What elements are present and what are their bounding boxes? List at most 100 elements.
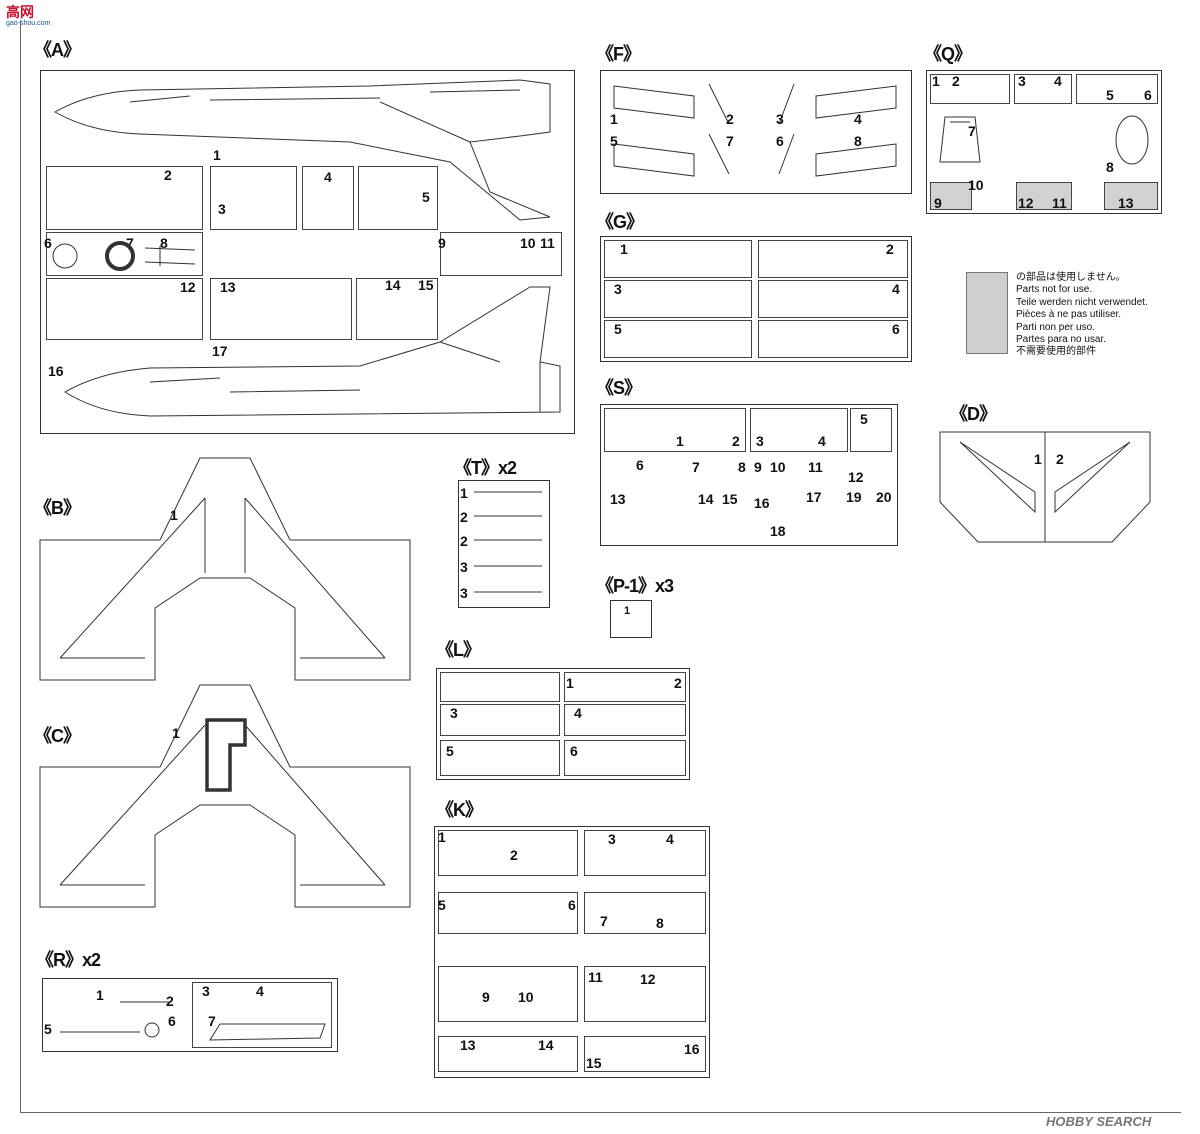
sprue-l-cell [564, 740, 686, 776]
part-f1: 1 [610, 111, 618, 127]
part-a4: 4 [324, 169, 332, 185]
part-g3: 3 [614, 281, 622, 297]
lower-wing [39, 457, 411, 681]
sprue-k-cell [584, 1036, 706, 1072]
part-a12: 12 [180, 279, 196, 295]
part-a17: 17 [212, 343, 228, 359]
part-s12: 12 [848, 469, 864, 485]
part-k10: 10 [518, 989, 534, 1005]
part-k16: 16 [684, 1041, 700, 1057]
part-k5: 5 [438, 897, 446, 913]
part-k12: 12 [640, 971, 656, 987]
part-s13: 13 [610, 491, 626, 507]
wheel-parts [52, 241, 196, 271]
part-q11: 11 [1052, 195, 1067, 211]
part-a6: 6 [44, 235, 52, 251]
part-k11: 11 [588, 969, 603, 985]
sprue-d-frame [939, 431, 1151, 543]
sprue-a-cell [210, 166, 297, 230]
part-s2: 2 [732, 433, 740, 449]
part-g2: 2 [886, 241, 894, 257]
part-s18: 18 [770, 523, 786, 539]
part-q3: 3 [1018, 73, 1026, 89]
part-q5: 5 [1106, 87, 1114, 103]
part-a3: 3 [218, 201, 226, 217]
part-l2: 2 [674, 675, 682, 691]
sprue-k-cell [584, 966, 706, 1022]
part-c1: 1 [172, 725, 180, 741]
part-p1-1: 1 [624, 605, 631, 617]
part-f5: 5 [610, 133, 618, 149]
part-a7: 7 [126, 235, 134, 251]
sprue-a-cell [210, 278, 352, 340]
part-q10: 10 [968, 177, 984, 193]
part-d1: 1 [1034, 451, 1042, 467]
part-s8: 8 [738, 459, 746, 475]
part-q6: 6 [1144, 87, 1152, 103]
sprue-l-cell [440, 672, 560, 702]
part-s11: 11 [808, 459, 823, 475]
sprue-l-cell [564, 672, 686, 702]
part-q9: 9 [934, 195, 942, 211]
sprue-q-cell [1014, 74, 1072, 104]
part-s14: 14 [698, 491, 714, 507]
part-k13: 13 [460, 1037, 476, 1053]
part-r4: 4 [256, 983, 264, 999]
part-k7: 7 [600, 913, 608, 929]
part-s20: 20 [876, 489, 892, 505]
part-r1: 1 [96, 987, 104, 1003]
sprue-g-cell [758, 240, 908, 278]
part-s6: 6 [636, 457, 644, 473]
part-s4: 4 [818, 433, 826, 449]
part-l1: 1 [566, 675, 574, 691]
part-k8: 8 [656, 915, 664, 931]
part-g4: 4 [892, 281, 900, 297]
unused-cell [930, 182, 972, 210]
sprue-l-label: 《L》 [436, 640, 481, 660]
sprue-k-cell [584, 892, 706, 934]
part-k6: 6 [568, 897, 576, 913]
part-s1: 1 [676, 433, 684, 449]
sprue-l-cell [440, 740, 560, 776]
part-a13: 13 [220, 279, 236, 295]
missile-parts [474, 491, 542, 593]
unused-cell [1104, 182, 1158, 210]
part-g1: 1 [620, 241, 628, 257]
part-q12: 12 [1018, 195, 1034, 211]
sprue-p1-frame [610, 600, 652, 638]
part-r6: 6 [168, 1013, 176, 1029]
part-k4: 4 [666, 831, 674, 847]
part-a16: 16 [48, 363, 64, 379]
part-q7: 7 [968, 123, 976, 139]
sprue-a-label: 《A》 [34, 40, 81, 60]
part-q8: 8 [1106, 159, 1114, 175]
sprue-g-cell [758, 320, 908, 358]
part-l6: 6 [570, 743, 578, 759]
part-k15: 15 [586, 1055, 602, 1071]
part-f4: 4 [854, 111, 862, 127]
flap-parts [613, 83, 897, 177]
part-s9: 9 [754, 459, 762, 475]
drop-tank-parts [60, 1001, 326, 1041]
part-f7: 7 [726, 133, 734, 149]
hobby-search-watermark: HOBBY SEARCH [1046, 1114, 1152, 1129]
part-k9: 9 [482, 989, 490, 1005]
part-k2: 2 [510, 847, 518, 863]
sprue-g-cell [604, 320, 752, 358]
part-t2: 2 [460, 509, 468, 525]
sprue-r-cell [192, 982, 332, 1048]
sprue-s-label: 《S》 [596, 378, 642, 398]
sprue-a-cell [46, 278, 203, 340]
unused-parts-swatch [966, 272, 1008, 354]
part-f8: 8 [854, 133, 862, 149]
part-a14: 14 [385, 277, 401, 293]
sprue-k-cell [584, 830, 706, 876]
part-t2b: 2 [460, 533, 468, 549]
page-frame [20, 20, 1181, 1113]
sprue-g-cell [604, 240, 752, 278]
part-s10: 10 [770, 459, 786, 475]
part-l3: 3 [450, 705, 458, 721]
sprue-c-label: 《C》 [34, 726, 81, 746]
part-s5: 5 [860, 411, 868, 427]
part-a9: 9 [438, 235, 446, 251]
